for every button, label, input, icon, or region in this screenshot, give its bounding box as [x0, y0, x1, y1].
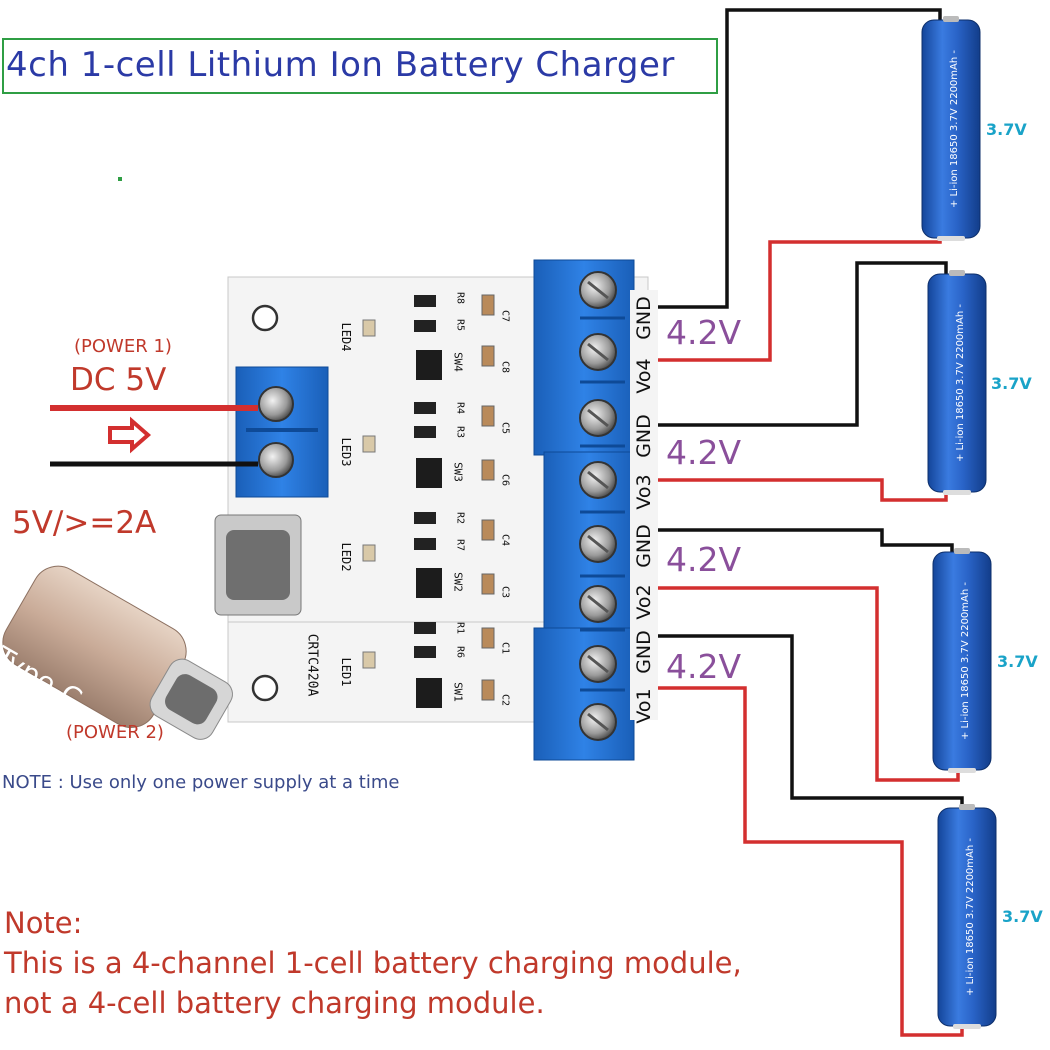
- battery-print: + Li-ion 18650 3.7V 2200mAh -: [955, 304, 966, 462]
- output-terminal-blocks: [533, 259, 635, 761]
- output-voltage-ch1: 4.2V: [666, 647, 742, 686]
- battery-voltage-4: 3.7V: [1002, 907, 1043, 926]
- silkscreen-text: C4: [499, 533, 511, 547]
- negative-wire: [658, 634, 964, 810]
- battery-voltage-3: 3.7V: [997, 652, 1038, 671]
- terminal-label: Vo1: [633, 688, 655, 724]
- silkscreen-text: LED3: [339, 437, 353, 467]
- battery-cell: + Li-ion 18650 3.7V 2200mAh -: [932, 548, 992, 773]
- terminal-label: Vo3: [633, 474, 655, 510]
- silkscreen-text: C8: [499, 360, 511, 374]
- terminal-label: GND: [633, 414, 655, 458]
- negative-wire: [658, 528, 954, 553]
- mounting-hole: [251, 674, 279, 702]
- terminal-label: GND: [633, 524, 655, 568]
- battery-print: + Li-ion 18650 3.7V 2200mAh -: [949, 50, 960, 208]
- screw-icon: [258, 442, 294, 478]
- note-heading: Note:: [4, 906, 83, 940]
- output-screws: [579, 271, 617, 741]
- mounting-hole: [251, 304, 279, 332]
- silkscreen-text: C3: [499, 585, 511, 599]
- terminal-label: GND: [633, 296, 655, 340]
- battery-print: + Li-ion 18650 3.7V 2200mAh -: [965, 838, 976, 996]
- usb-c-socket-opening: [226, 530, 290, 600]
- note-line-1: This is a 4-channel 1-cell battery charg…: [4, 946, 742, 980]
- board-components: [362, 294, 495, 708]
- silkscreen-text: LED4: [339, 322, 353, 352]
- positive-wire: [658, 686, 964, 1037]
- silkscreen-text: C2: [499, 693, 511, 707]
- silkscreen-text: R4: [454, 401, 466, 415]
- silkscreen-text: R8: [454, 291, 466, 305]
- silkscreen-text: R3: [454, 425, 466, 439]
- supply-note: NOTE : Use only one power supply at a ti…: [2, 772, 400, 793]
- type-c-plug: [2, 565, 233, 740]
- output-voltage-ch3: 4.2V: [666, 433, 742, 472]
- battery-voltage-2: 3.7V: [991, 374, 1032, 393]
- page-title: 4ch 1-cell Lithium Ion Battery Charger: [2, 38, 718, 94]
- positive-wire: [658, 478, 948, 502]
- silkscreen-text: SW3: [451, 462, 465, 482]
- terminal-label: GND: [633, 630, 655, 674]
- silkscreen-text: SW4: [451, 352, 465, 372]
- positive-wire: [658, 586, 960, 782]
- battery-cell: + Li-ion 18650 3.7V 2200mAh -: [927, 270, 987, 495]
- terminal-label: Vo2: [633, 584, 655, 620]
- silkscreen-text: C5: [499, 421, 511, 435]
- battery-cell: + Li-ion 18650 3.7V 2200mAh -: [937, 804, 997, 1029]
- power2-spec: 5V/>=2A: [12, 505, 157, 541]
- output-wires: [658, 8, 964, 1037]
- silkscreen-text: CRTC420A: [304, 633, 320, 697]
- negative-wire: [658, 261, 948, 427]
- silkscreen-text: SW2: [451, 572, 465, 592]
- silkscreen-text: R7: [454, 538, 466, 552]
- battery-voltage-1: 3.7V: [986, 120, 1027, 139]
- output-voltage-ch2: 4.2V: [666, 540, 742, 579]
- battery-cell: + Li-ion 18650 3.7V 2200mAh -: [921, 16, 981, 241]
- output-voltage-ch4: 4.2V: [666, 313, 742, 352]
- silkscreen-text: R1: [454, 621, 466, 635]
- power1-label: (POWER 1): [74, 336, 172, 357]
- power2-label: (POWER 2): [66, 722, 164, 743]
- silkscreen-text: C1: [499, 641, 511, 655]
- silkscreen-text: C7: [499, 309, 511, 323]
- terminal-label-strip: [630, 290, 658, 720]
- power1-value: DC 5V: [70, 362, 167, 398]
- silkscreen-text: R6: [454, 645, 466, 659]
- negative-wire: [658, 8, 942, 309]
- batteries: + Li-ion 18650 3.7V 2200mAh - + Li-ion 18…: [921, 16, 997, 1029]
- terminal-label: Vo4: [633, 358, 655, 394]
- silkscreen-text: SW1: [451, 682, 465, 702]
- silkscreen-text: R2: [454, 511, 466, 525]
- silkscreen-text: LED1: [339, 657, 353, 687]
- battery-print: + Li-ion 18650 3.7V 2200mAh -: [960, 582, 971, 740]
- silkscreen-text: C6: [499, 473, 511, 487]
- dot-mark: [118, 177, 122, 181]
- note-line-2: not a 4-cell battery charging module.: [4, 986, 545, 1020]
- arrow-right-icon: [108, 416, 152, 454]
- screw-icon: [258, 386, 294, 422]
- silkscreen-text: R5: [454, 318, 466, 332]
- silkscreen-text: LED2: [339, 542, 353, 572]
- pcb-board-lower: [227, 621, 549, 723]
